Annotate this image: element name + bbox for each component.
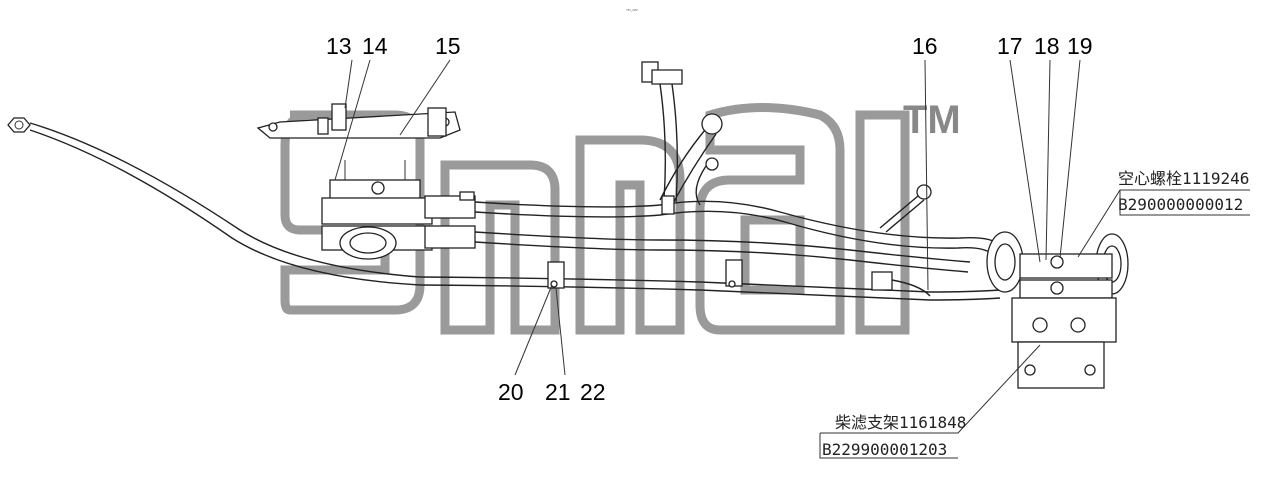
part-notes: 空心螺栓1119246 B290000000012 柴滤支架1161848 B2… xyxy=(822,169,1249,459)
callout-labels: 13 14 15 16 17 18 19 20 21 22 xyxy=(326,33,1093,405)
rising-hose xyxy=(641,61,723,215)
main-pipes xyxy=(419,200,1001,301)
bracket-name-note: 柴滤支架1161848 xyxy=(835,413,966,432)
callout-22: 22 xyxy=(580,379,606,405)
leader-lines xyxy=(334,59,1250,459)
callout-20: 20 xyxy=(498,379,524,405)
left-hose xyxy=(7,117,421,286)
bolt-code-note: B290000000012 xyxy=(1118,195,1243,214)
trademark-text: TM xyxy=(903,98,961,142)
watermark-logo: TM xyxy=(280,98,961,335)
header-small-text: ᵀᴹ·ᴬᴮᶠ xyxy=(625,9,639,15)
callout-19: 19 xyxy=(1067,33,1093,59)
filter-bracket xyxy=(986,231,1129,389)
callout-16: 16 xyxy=(912,33,938,59)
callout-14: 14 xyxy=(362,33,388,59)
bolt-name-note: 空心螺栓1119246 xyxy=(1118,169,1249,188)
callout-17: 17 xyxy=(997,33,1023,59)
callout-13: 13 xyxy=(326,33,352,59)
callout-18: 18 xyxy=(1034,33,1060,59)
bracket-code-note: B229900001203 xyxy=(822,440,947,459)
callout-15: 15 xyxy=(435,33,461,59)
valve-assembly xyxy=(256,103,476,260)
callout-21: 21 xyxy=(545,379,571,405)
hose-16 xyxy=(871,184,932,297)
